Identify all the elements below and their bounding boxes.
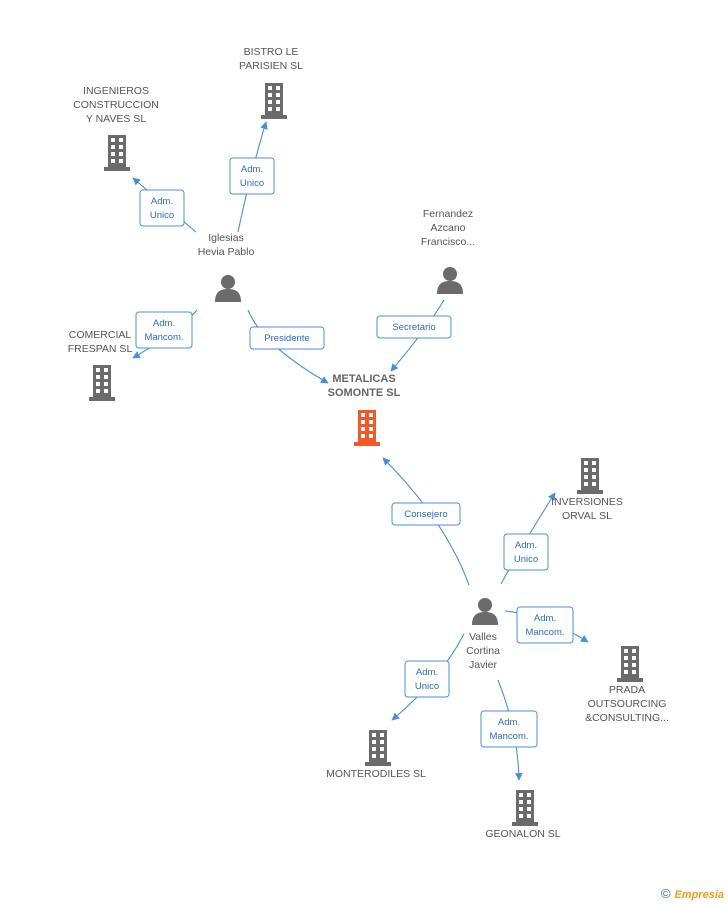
person-icon (215, 275, 241, 302)
edge-role-box (404, 660, 450, 698)
copyright-icon: © (660, 886, 671, 901)
company-building-icon (89, 365, 115, 401)
edge-role-box (229, 157, 275, 195)
edge-role-text: Adm. (534, 613, 556, 624)
edge-role-text: Unico (415, 681, 439, 692)
brand-logo[interactable]: Empresia (674, 889, 724, 901)
edge-role-box (135, 311, 193, 349)
node-label: OUTSOURCING (588, 698, 667, 710)
node-ingenieros[interactable]: INGENIEROS CONSTRUCCION Y NAVES SL (73, 85, 159, 171)
edge-role-text: Presidente (264, 333, 309, 344)
node-label: PRADA (609, 684, 645, 696)
node-label: MONTERODILES SL (326, 768, 426, 780)
edge-role-box (516, 606, 574, 644)
edge-role-badge[interactable]: Consejero (391, 502, 461, 526)
edge-iglesias-bistro: Adm. Unico (229, 121, 275, 233)
edge-role-text: Adm. (498, 717, 520, 728)
person-icon (472, 598, 498, 625)
node-label: Y NAVES SL (86, 113, 146, 125)
edge-role-text: Unico (150, 210, 174, 221)
edge-role-text: Adm. (515, 540, 537, 551)
node-comercial[interactable]: COMERCIAL FRESPAN SL (68, 329, 133, 401)
node-label: FRESPAN SL (68, 343, 133, 355)
edge-iglesias-comercial: Adm. Mancom. (132, 309, 198, 359)
edges-layer: Adm.UnicoAdm.UnicoAdm.Mancom.PresidenteS… (132, 121, 589, 781)
node-label: COMERCIAL (69, 329, 132, 341)
company-building-icon (577, 458, 603, 494)
node-metalicas[interactable]: METALICAS SOMONTE SL (328, 373, 401, 446)
edge-role-badge[interactable]: Secretario (376, 315, 452, 339)
edge-valles-metalicas: Consejero (382, 457, 470, 586)
edge-role-badge[interactable]: Adm. Mancom. (516, 606, 574, 644)
main-company-building-icon (354, 410, 380, 446)
edge-role-badge[interactable]: Adm. Unico (229, 157, 275, 195)
edge-role-text: Secretario (392, 322, 435, 333)
company-building-icon (365, 730, 391, 766)
edge-valles-monterodiles: Adm. Unico (391, 633, 465, 721)
edge-iglesias-ingenieros: Adm. Unico (132, 177, 197, 233)
node-geonalon[interactable]: GEONALON SL (485, 790, 561, 840)
node-monterodiles[interactable]: MONTERODILES SL (326, 730, 426, 780)
node-label: Javier (469, 659, 498, 671)
edge-role-badge[interactable]: Presidente (249, 326, 325, 350)
nodes-layer: METALICAS SOMONTE SL BISTRO LE PARISIEN SL I… (68, 46, 669, 840)
node-label: BISTRO LE (244, 46, 299, 58)
edge-role-box (480, 710, 538, 748)
edge-role-box (391, 502, 461, 526)
edge-role-badge[interactable]: Adm. Mancom. (480, 710, 538, 748)
node-label: METALICAS (332, 373, 395, 385)
node-bistro[interactable]: BISTRO LE PARISIEN SL (239, 46, 303, 119)
company-building-icon (512, 790, 538, 826)
edge-valles-inversiones: Adm. Unico (500, 492, 556, 585)
node-label: GEONALON SL (485, 828, 560, 840)
node-label: Cortina (466, 645, 500, 657)
company-building-icon (261, 83, 287, 119)
footer: ©Empresia (661, 886, 724, 901)
edge-role-text: Adm. (153, 318, 175, 329)
node-label: SOMONTE SL (328, 387, 401, 399)
edge-role-badge[interactable]: Adm. Mancom. (135, 311, 193, 349)
edge-role-text: Mancom. (525, 627, 564, 638)
edge-role-text: Adm. (241, 164, 263, 175)
node-label: PARISIEN SL (239, 60, 303, 72)
edge-role-text: Mancom. (489, 731, 528, 742)
person-icon (437, 267, 463, 294)
edge-role-badge[interactable]: Adm. Unico (139, 189, 185, 227)
edge-valles-prada: Adm. Mancom. (504, 606, 589, 644)
edge-iglesias-metalicas: Presidente (247, 309, 329, 384)
edge-role-box (249, 326, 325, 350)
node-label: &CONSULTING... (585, 712, 669, 724)
company-building-icon (104, 135, 130, 171)
node-label: Azcano (430, 222, 465, 234)
node-label: Iglesias (208, 232, 244, 244)
edge-role-text: Mancom. (144, 332, 183, 343)
node-label: Valles (469, 631, 497, 643)
edge-role-box (139, 189, 185, 227)
edge-fernandez-metalicas: Secretario (376, 299, 452, 372)
node-prada[interactable]: PRADA OUTSOURCING&CONSULTING... (585, 646, 669, 724)
edge-role-badge[interactable]: Adm. Unico (503, 533, 549, 571)
edge-role-text: Unico (240, 178, 264, 189)
node-label: CONSTRUCCION (73, 99, 159, 111)
edge-role-box (376, 315, 452, 339)
company-building-icon (617, 646, 643, 682)
node-fernandez[interactable]: FernandezAzcanoFrancisco... (421, 208, 475, 294)
node-label: ORVAL SL (562, 510, 612, 522)
node-label: Fernandez (423, 208, 473, 220)
edge-role-text: Unico (514, 554, 538, 565)
edge-role-badge[interactable]: Adm. Unico (404, 660, 450, 698)
edge-role-text: Adm. (416, 667, 438, 678)
edge-role-box (503, 533, 549, 571)
edge-role-text: Adm. (151, 196, 173, 207)
node-label: INGENIEROS (83, 85, 149, 97)
node-label: Francisco... (421, 236, 475, 248)
edge-role-text: Consejero (404, 509, 447, 520)
node-label: INVERSIONES (551, 496, 623, 508)
node-inversiones[interactable]: INVERSIONES ORVAL SL (551, 458, 623, 522)
edge-valles-geonalon: Adm. Mancom. (480, 679, 538, 781)
node-label: Hevia Pablo (198, 246, 255, 258)
